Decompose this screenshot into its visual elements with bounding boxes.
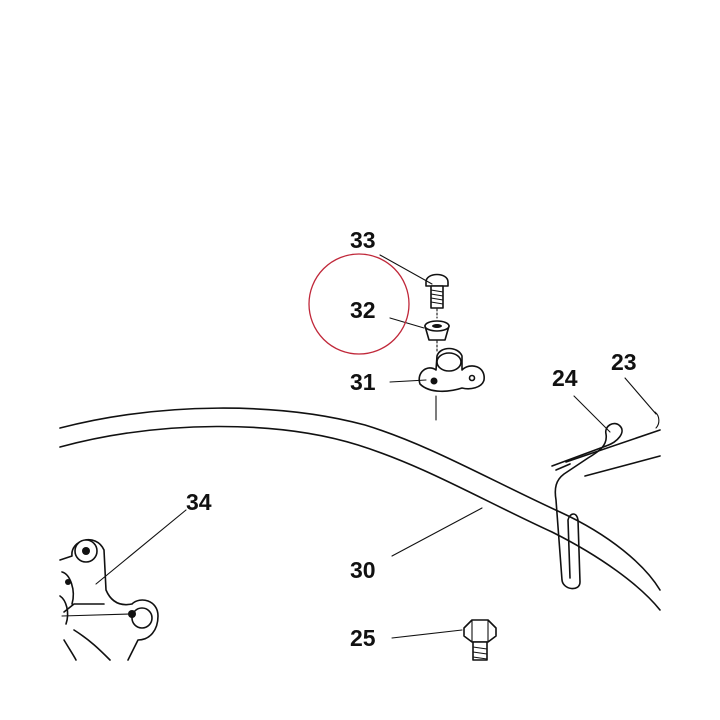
leader-lines: [95, 254, 657, 639]
bolt-33: [425, 273, 449, 319]
bushing-32: [424, 320, 450, 353]
clamp-31: [418, 347, 485, 421]
rod-23: [565, 411, 661, 477]
stabilizer-bar: [59, 407, 661, 611]
callout-25: 25: [350, 625, 376, 651]
callout-24: 24: [552, 365, 578, 391]
bolt-25: [463, 619, 497, 661]
bracket-34: [59, 538, 159, 661]
callout-34: 34: [186, 489, 212, 515]
callout-33: 33: [350, 227, 376, 253]
callout-31: 31: [350, 369, 376, 395]
highlight-circle: [308, 253, 410, 355]
link-24: [551, 422, 623, 590]
callout-32: 32: [350, 297, 376, 323]
callout-23: 23: [611, 349, 637, 375]
callout-30: 30: [350, 557, 376, 583]
